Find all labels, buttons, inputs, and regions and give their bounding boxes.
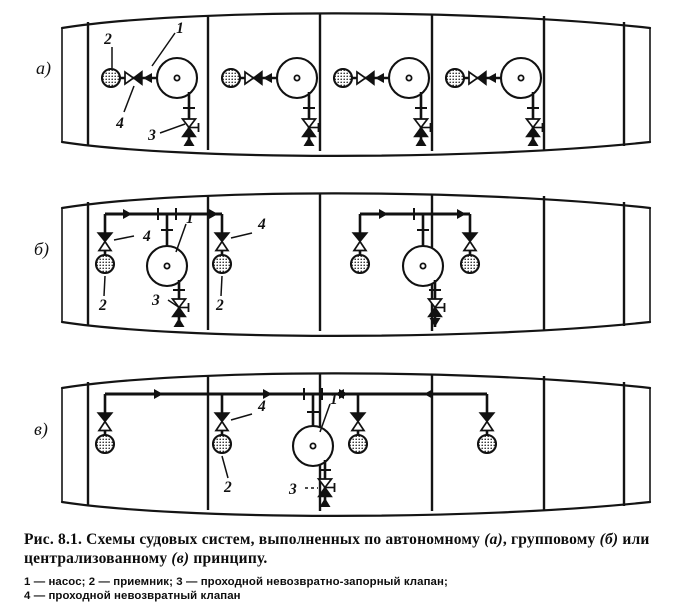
row-b-group: 4 1 4 2 3 2 б) — [34, 192, 652, 337]
pump-b-2 — [401, 244, 445, 288]
receiver-b-2R — [459, 253, 481, 275]
receiver-a-1 — [100, 67, 122, 89]
figure-caption-line1: Схемы судовых систем, выполненных по авт… — [86, 531, 481, 548]
leader-a-1 — [151, 32, 176, 67]
callout-a-3: 3 — [147, 127, 156, 144]
pump-b-1 — [145, 244, 189, 288]
figure-caption: Рис. 8.1. Схемы судовых систем, выполнен… — [24, 530, 664, 568]
receiver-v-2 — [211, 433, 233, 455]
row-v-centralized: 4 1 2 3 в) — [34, 372, 652, 517]
pump-v — [291, 424, 335, 468]
callouts-v — [221, 403, 331, 489]
callout-b-2-left: 2 — [98, 297, 107, 314]
leader-b-4R — [230, 232, 253, 239]
leader-a-4 — [123, 85, 135, 113]
row-label-a: а) — [36, 58, 51, 79]
callout-b-4-right: 4 — [257, 216, 266, 233]
callout-v-3: 3 — [288, 481, 297, 498]
figure-caption-block: Рис. 8.1. Схемы судовых систем, выполнен… — [24, 530, 664, 603]
callout-a-2: 2 — [103, 31, 112, 48]
hull-deck-line-v — [60, 372, 652, 390]
receiver-a-4 — [444, 67, 466, 89]
figure-caption-line2-head: групповому — [511, 531, 596, 548]
receiver-b-1L — [94, 253, 116, 275]
leader-b-3 — [167, 299, 181, 309]
row-a-autonomous: 2 1 4 3 а) — [36, 12, 652, 157]
hull-outline-b — [60, 192, 652, 337]
callout-a-1: 1 — [176, 20, 184, 37]
hull-bottom-line-a — [60, 140, 652, 157]
hull-deck-line-a — [60, 12, 652, 30]
receiver-v-3 — [347, 433, 369, 455]
figure-legend: 1 — насос; 2 — приемник; 3 — проходной н… — [24, 575, 664, 603]
legend-line-2: 4 — проходной невозвратный клапан — [24, 590, 241, 602]
legend-line-1: 1 — насос; 2 — приемник; 3 — проходной н… — [24, 576, 448, 588]
leader-v-2 — [221, 455, 229, 479]
hull-deck-line-b — [60, 192, 652, 210]
row-label-b: б) — [34, 239, 49, 260]
receiver-b-1R — [211, 253, 233, 275]
receiver-v-4 — [476, 433, 498, 455]
callout-v-4: 4 — [257, 398, 266, 415]
pump-a-2 — [275, 56, 319, 100]
bulkheads-a — [86, 14, 626, 151]
callout-v-2: 2 — [223, 479, 232, 496]
figure-caption-line2-tail: принципу. — [193, 550, 268, 567]
hull-bottom-line-v — [60, 500, 652, 517]
central-main-v — [94, 387, 498, 507]
system-unit-a-4 — [444, 56, 544, 146]
hull-bottom-line-b — [60, 320, 652, 337]
figure-caption-ref-b: (б) — [599, 531, 619, 548]
row-label-v: в) — [34, 419, 48, 440]
leader-v-1 — [319, 403, 331, 433]
callout-v-1: 1 — [330, 391, 338, 408]
receiver-a-2 — [220, 67, 242, 89]
callout-b-4-left: 4 — [142, 228, 151, 245]
receiver-a-3 — [332, 67, 354, 89]
callout-b-2-right: 2 — [215, 297, 224, 314]
hull-outline-a — [60, 12, 652, 157]
system-unit-a-3 — [332, 56, 432, 146]
pump-a-4 — [499, 56, 543, 100]
callout-b-1: 1 — [186, 210, 194, 227]
figure-caption-ref-a: (а) — [484, 531, 503, 548]
group-main-b-1 — [94, 207, 233, 327]
pump-a-1 — [155, 56, 199, 100]
leader-b-1 — [175, 223, 187, 253]
caption-comma: , — [502, 531, 507, 548]
system-unit-a-2 — [220, 56, 320, 146]
callouts-a — [111, 32, 186, 134]
callout-a-4: 4 — [115, 115, 124, 132]
system-unit-a-1 — [100, 56, 200, 146]
figure-label: Рис. 8.1. — [24, 531, 83, 548]
leader-b-2R — [220, 275, 223, 297]
group-main-b-2 — [349, 207, 481, 327]
figure-caption-line2-mid: или централизованному — [24, 531, 650, 567]
leader-b-4L — [113, 235, 135, 241]
callouts-b — [103, 223, 253, 309]
callout-b-3: 3 — [151, 292, 160, 309]
receiver-v-1 — [94, 433, 116, 455]
receiver-b-2L — [349, 253, 371, 275]
bulkheads-b — [86, 194, 626, 331]
figure-caption-ref-v: (в) — [171, 550, 190, 567]
hull-outline-v — [60, 372, 652, 517]
leader-b-2L — [103, 275, 106, 297]
pump-a-3 — [387, 56, 431, 100]
leader-v-4 — [230, 413, 253, 421]
leader-a-3 — [159, 123, 186, 134]
